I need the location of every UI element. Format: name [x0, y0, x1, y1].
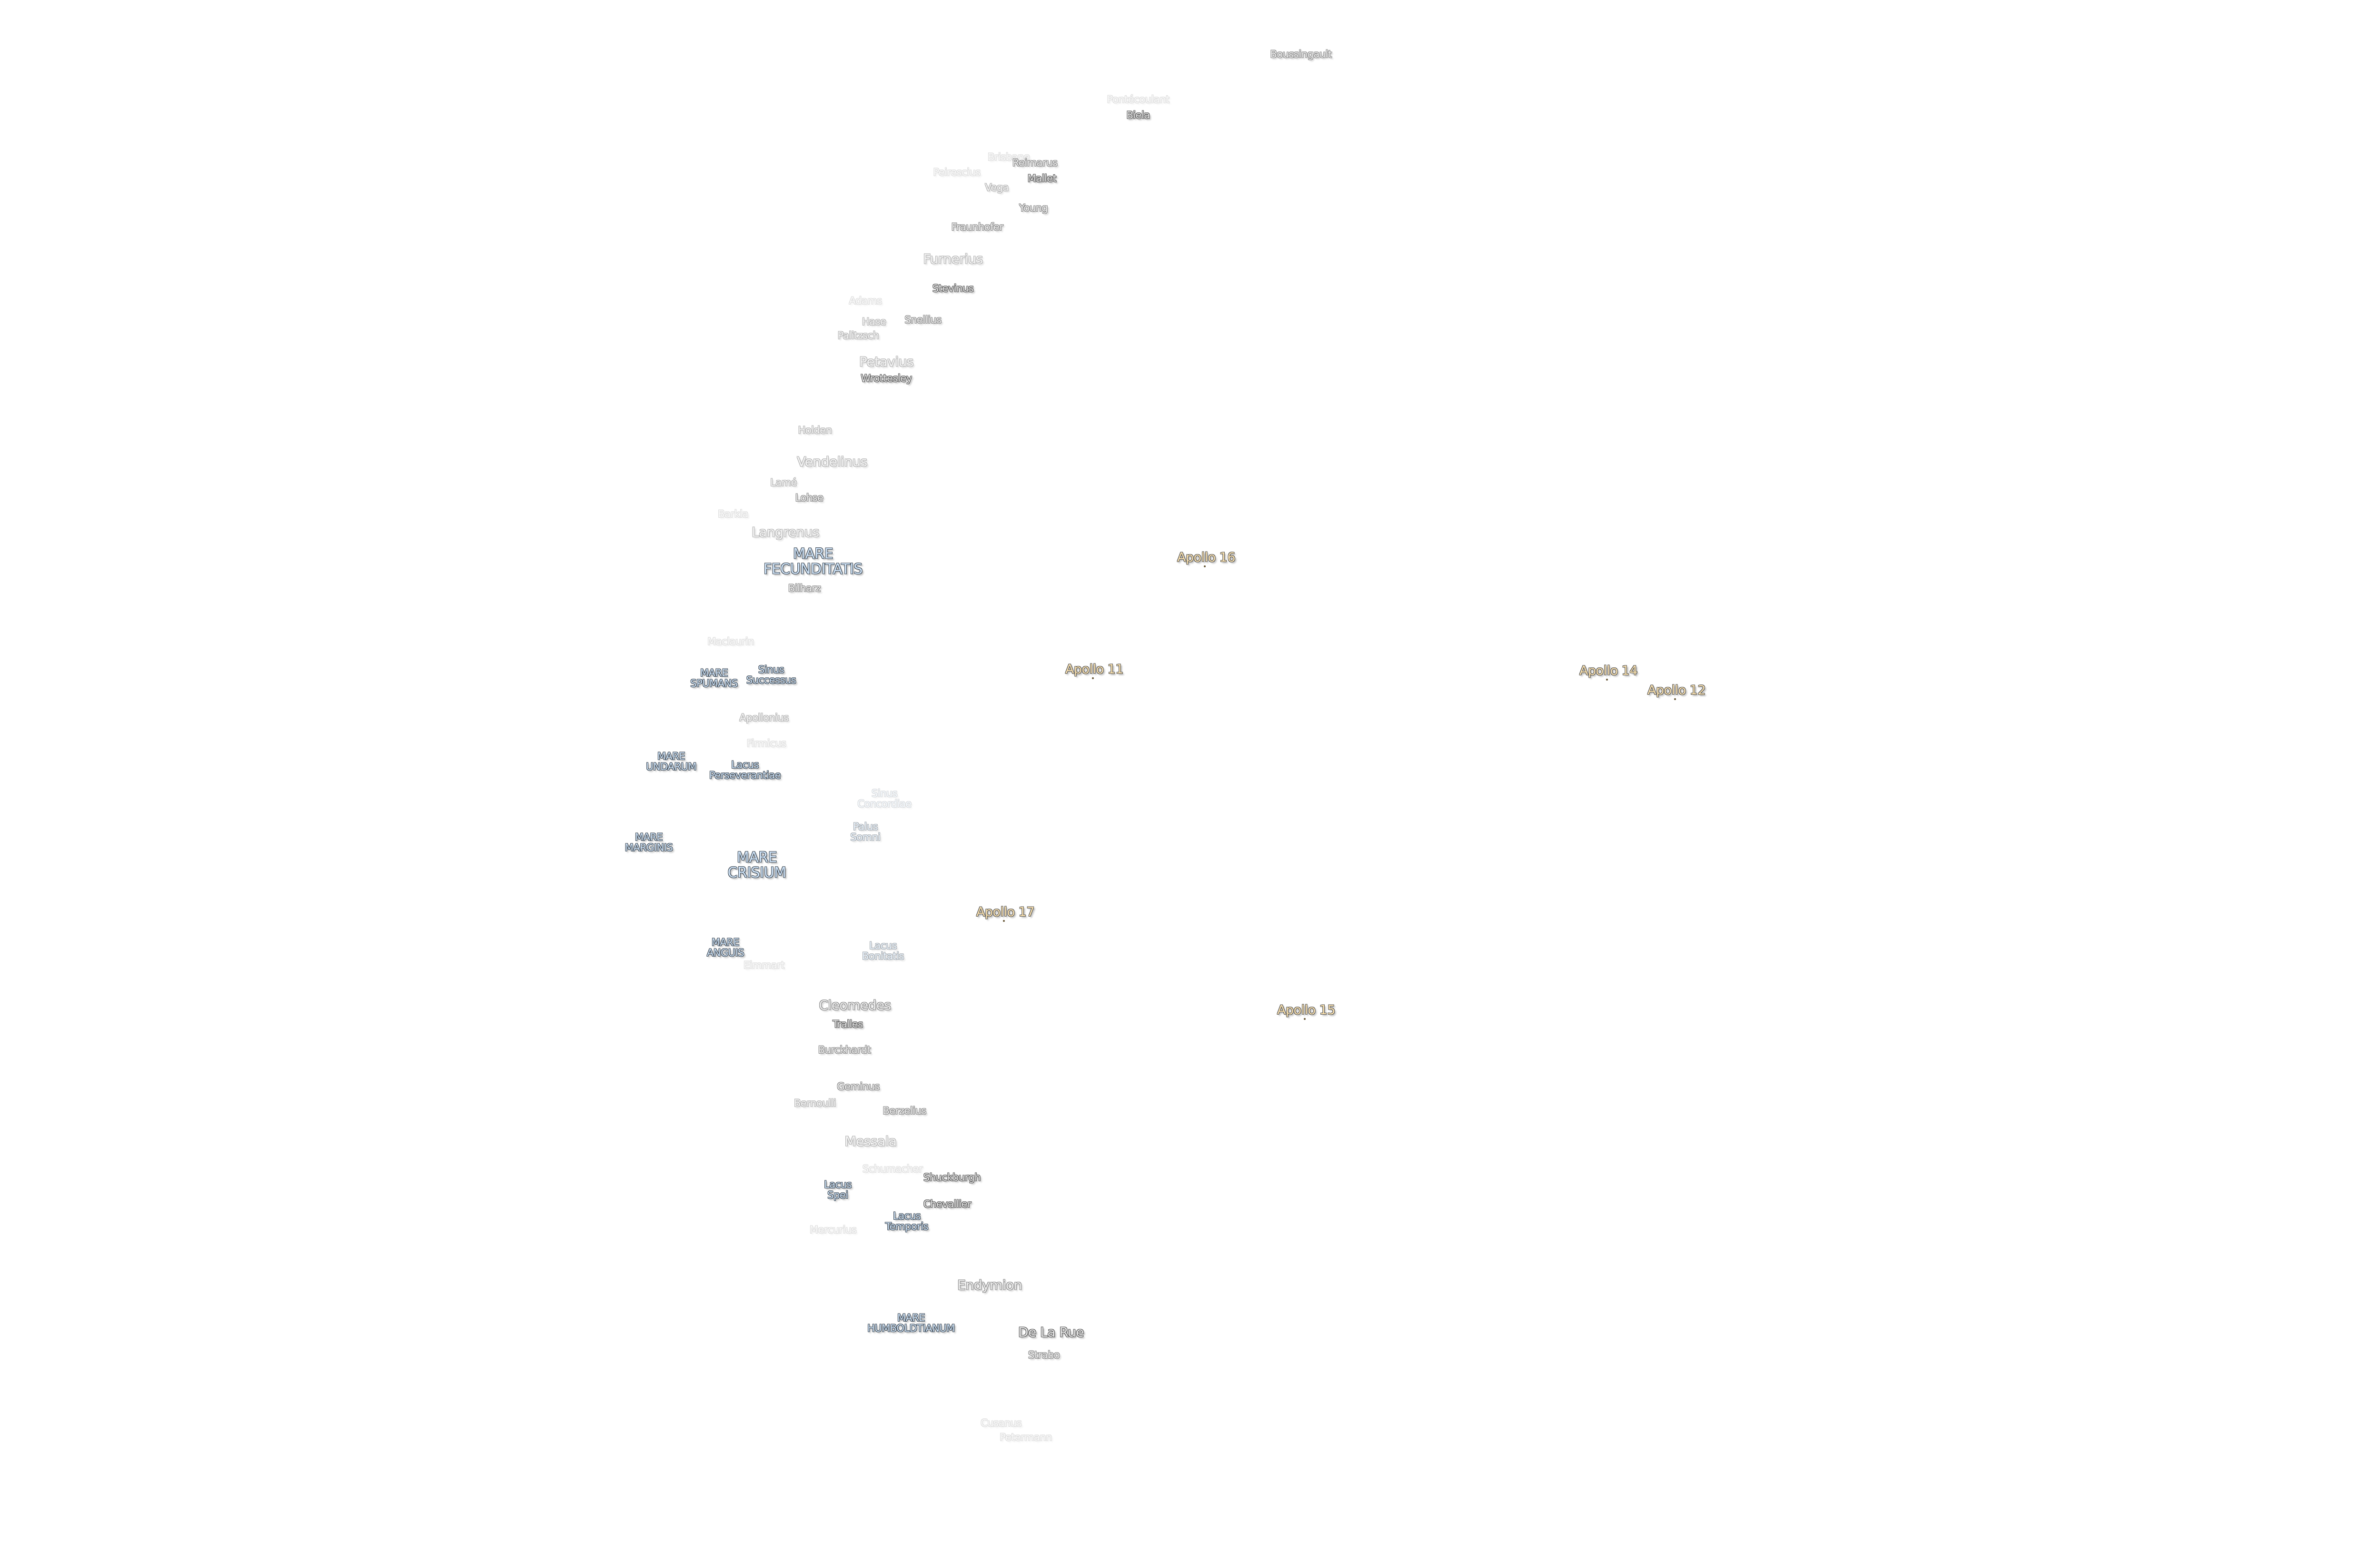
landing-site-marker-icon	[1674, 698, 1676, 700]
mare-label-lacus-spei: Lacus Spei	[824, 1178, 852, 1201]
crater-label-cleomedes: Cleomedes	[819, 997, 891, 1013]
crater-label-shuckburgh: Shuckburgh	[923, 1171, 981, 1183]
landing-site-marker-icon	[1606, 679, 1608, 681]
crater-label-hase: Hase	[862, 316, 886, 327]
apollo-label-apollo-11: Apollo 11	[1065, 662, 1124, 677]
crater-label-maclaurin: Maclaurin	[707, 635, 754, 647]
crater-label-cusanus: Cusanus	[981, 1417, 1021, 1429]
crater-label-petavius: Petavius	[859, 354, 913, 370]
crater-label-palitzsch: Palitzsch	[837, 329, 879, 341]
crater-label-wrottesley: Wrottesley	[861, 372, 912, 384]
mare-label-sinus-concordiae: Sinus Concordiae	[857, 787, 912, 810]
crater-label-mallet: Mallet	[1027, 172, 1057, 184]
apollo-label-apollo-12: Apollo 12	[1647, 682, 1706, 698]
mare-label-mare-marginis: MARE MARGINIS	[625, 831, 673, 853]
crater-label-reimarus: Reimarus	[1012, 157, 1058, 168]
mare-label-lacus-temporis: Lacus Temporis	[885, 1210, 929, 1232]
crater-label-boussingault: Boussingault	[1270, 48, 1332, 60]
crater-label-geminus: Geminus	[837, 1080, 880, 1092]
crater-label-furnerius: Furnerius	[923, 251, 983, 267]
landing-site-marker-icon	[1092, 677, 1094, 679]
crater-label-bilharz: Bilharz	[788, 582, 821, 594]
landing-site-marker-icon	[1204, 565, 1206, 567]
crater-label-firmicus: Firmicus	[746, 737, 786, 749]
crater-label-lohse: Lohse	[795, 492, 823, 504]
apollo-label-apollo-16: Apollo 16	[1177, 550, 1236, 565]
landing-site-marker-icon	[1003, 920, 1005, 922]
crater-label-de-la-rue: De La Rue	[1018, 1324, 1084, 1340]
mare-label-mare-humboldtianum: MARE HUMBOLDTIANUM	[867, 1312, 955, 1334]
crater-label-pontecoulant: Pontécoulant	[1107, 93, 1170, 105]
apollo-label-apollo-15: Apollo 15	[1277, 1002, 1336, 1018]
mare-label-palus-somni: Palus Somni	[850, 820, 881, 843]
crater-label-endymion: Endymion	[957, 1277, 1022, 1293]
mare-label-mare-undarum: MARE UNDARUM	[646, 750, 696, 772]
crater-label-brisbane: Brisbane	[987, 151, 1030, 163]
crater-label-berzelius: Berzelius	[883, 1105, 926, 1117]
crater-label-holden: Holden	[798, 424, 832, 436]
crater-label-apollonius: Apollonius	[739, 712, 789, 723]
crater-label-snellius: Snellius	[904, 314, 942, 326]
crater-label-eimmart: Eimmart	[743, 959, 785, 971]
apollo-label-apollo-17: Apollo 17	[976, 904, 1035, 919]
crater-label-young: Young	[1019, 202, 1048, 214]
mare-label-mare-crisium: MARE CRISIUM	[727, 849, 786, 881]
mare-label-lacus-perseverantiae: Lacus Perseverantiae	[709, 759, 781, 781]
crater-label-mercurius: Mercurius	[809, 1224, 857, 1236]
crater-label-stevinus: Stevinus	[932, 282, 974, 294]
crater-label-strabo: Strabo	[1028, 1349, 1060, 1361]
crater-label-lame: Lamé	[770, 476, 797, 488]
mare-label-mare-anguis: MARE ANGUIS	[706, 936, 744, 959]
crater-label-chevallier: Chevallier	[923, 1198, 972, 1210]
landing-site-marker-icon	[1304, 1018, 1306, 1020]
crater-label-schumacher: Schumacher	[862, 1163, 923, 1175]
crater-label-vega: Vega	[985, 181, 1009, 193]
mare-label-lacus-bonitatis: Lacus Bonitatis	[862, 939, 904, 962]
crater-label-burckhardt: Burckhardt	[818, 1044, 871, 1056]
crater-label-petermann: Petermann	[1000, 1431, 1052, 1443]
crater-label-fraunhofer: Fraunhofer	[951, 221, 1003, 233]
crater-label-barkla: Barkla	[718, 508, 748, 520]
mare-label-mare-fecunditatis: MARE FECUNDITATIS	[764, 545, 863, 577]
mare-label-sinus-successus: Sinus Successus	[746, 663, 796, 686]
crater-label-biela: Biela	[1126, 109, 1150, 121]
crater-label-langrenus: Langrenus	[752, 524, 819, 540]
crater-label-adams: Adams	[849, 295, 882, 306]
crater-label-peirescius: Peirescius	[933, 166, 981, 178]
crater-label-tralles: Tralles	[833, 1018, 863, 1030]
crater-label-messala: Messala	[844, 1133, 897, 1149]
mare-label-mare-spumans: MARE SPUMANS	[690, 667, 738, 689]
apollo-label-apollo-14: Apollo 14	[1579, 663, 1638, 678]
crater-label-bernoulli: Bernoulli	[793, 1097, 836, 1109]
crater-label-vendelinus: Vendelinus	[797, 454, 867, 470]
